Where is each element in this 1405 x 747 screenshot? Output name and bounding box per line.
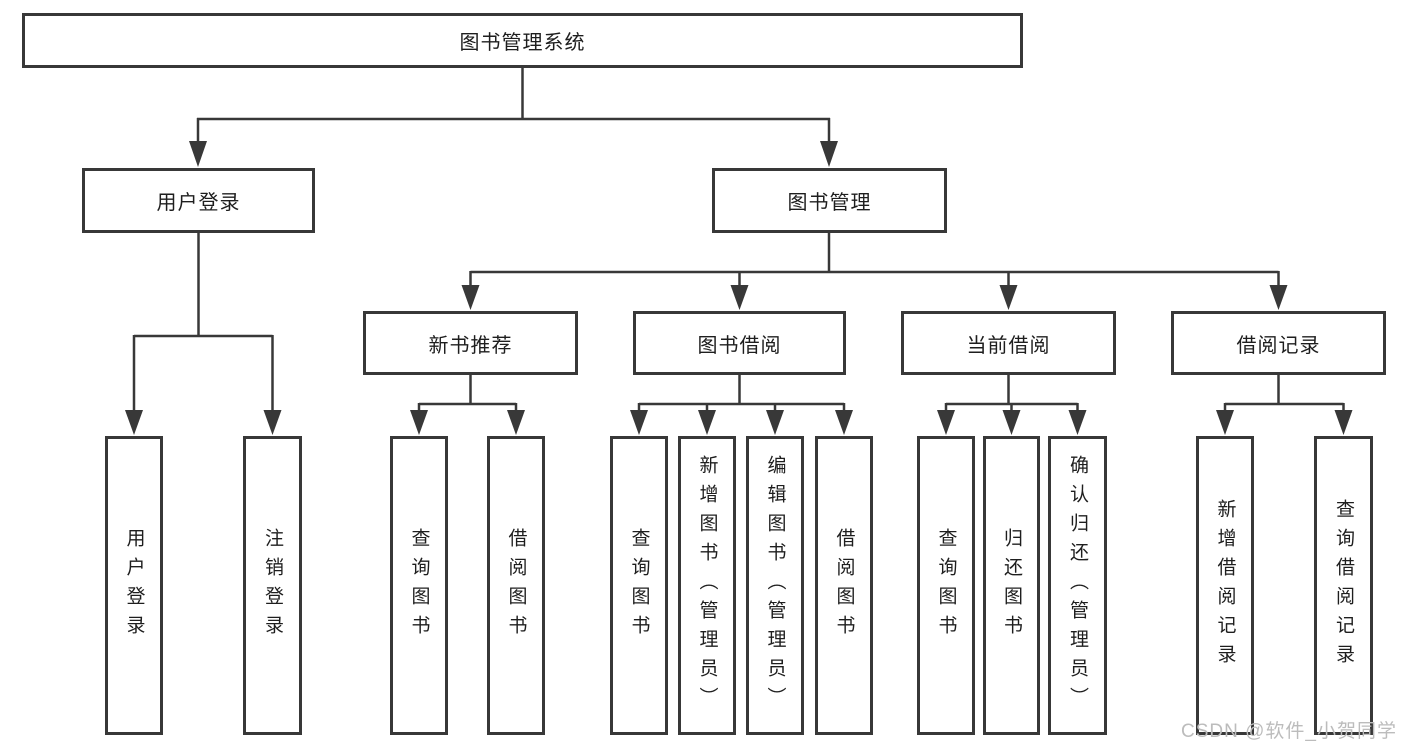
leaf-label: 编辑图书（管理员）	[764, 455, 786, 716]
leaf-label: 新增借阅记录	[1214, 498, 1236, 673]
node-label: 图书借阅	[697, 334, 782, 357]
leaf-return-books: 归还图书	[983, 436, 1040, 735]
csdn-watermark: CSDN @软件_小贺同学	[1181, 721, 1397, 742]
node-current-borrowing: 当前借阅	[901, 311, 1116, 375]
connector-root-to-level2	[189, 68, 838, 167]
node-borrowing-records: 借阅记录	[1171, 311, 1386, 375]
node-root-system: 图书管理系统	[22, 13, 1023, 68]
node-root-label: 图书管理系统	[459, 32, 586, 54]
node-label: 图书管理	[787, 192, 872, 214]
leaf-label: 查询图书	[408, 527, 430, 644]
connector-current-borrow-group	[937, 375, 1087, 435]
leaf-label: 借阅图书	[833, 527, 855, 644]
leaf-borrow-books: 借阅图书	[815, 436, 873, 735]
leaf-edit-books-admin: 编辑图书（管理员）	[746, 436, 804, 735]
connector-records-group	[1216, 375, 1353, 435]
connector-book-borrow-group	[630, 375, 853, 435]
leaf-label: 查询图书	[935, 527, 957, 644]
node-book-borrowing: 图书借阅	[633, 311, 846, 375]
leaf-add-borrow-record: 新增借阅记录	[1196, 436, 1254, 735]
leaf-label: 查询借阅记录	[1333, 498, 1354, 673]
leaf-query-borrow-record: 查询借阅记录	[1314, 436, 1373, 735]
connector-new-books-group	[410, 375, 525, 435]
leaf-logout: 注销登录	[243, 436, 302, 735]
node-new-book-recommendation: 新书推荐	[363, 311, 578, 375]
leaf-label: 查询图书	[628, 527, 650, 644]
node-label: 新书推荐	[428, 334, 513, 357]
connector-user-login-group	[125, 233, 282, 435]
leaf-label: 用户登录	[123, 527, 145, 644]
node-label: 借阅记录	[1236, 334, 1321, 357]
leaf-user-login: 用户登录	[105, 436, 163, 735]
node-label: 当前借阅	[966, 334, 1051, 357]
node-book-management-branch: 图书管理	[712, 168, 947, 233]
node-label: 用户登录	[156, 192, 241, 214]
leaf-label: 借阅图书	[505, 527, 527, 644]
leaf-borrow-books-recommend: 借阅图书	[487, 436, 545, 735]
leaf-add-books-admin: 新增图书（管理员）	[678, 436, 736, 735]
leaf-query-books-borrow: 查询图书	[610, 436, 668, 735]
leaf-label: 新增图书（管理员）	[696, 455, 718, 716]
connector-book-mgmt-to-groups	[461, 233, 1288, 310]
leaf-confirm-return-admin: 确认归还（管理员）	[1048, 436, 1107, 735]
leaf-label: 确认归还（管理员）	[1067, 455, 1088, 716]
leaf-label: 注销登录	[262, 527, 283, 644]
node-user-login-branch: 用户登录	[82, 168, 315, 233]
leaf-label: 归还图书	[1001, 527, 1022, 644]
leaf-query-books-current: 查询图书	[917, 436, 975, 735]
leaf-query-books-recommend: 查询图书	[390, 436, 448, 735]
